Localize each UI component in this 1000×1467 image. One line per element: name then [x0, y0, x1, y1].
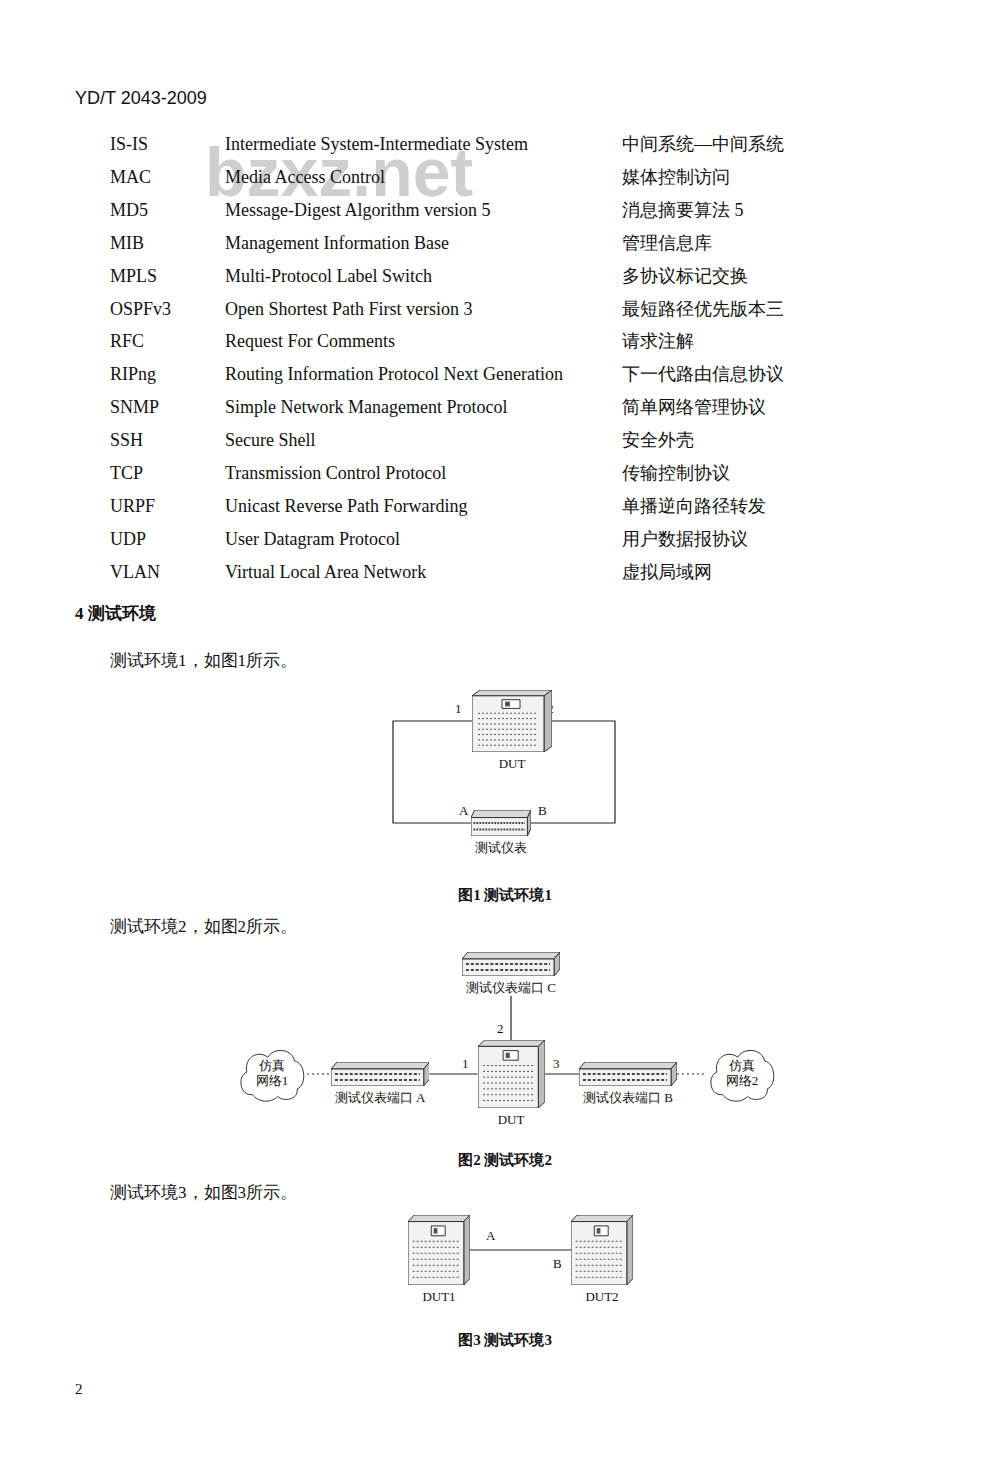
chinese-term: 最短路径优先版本三: [622, 299, 784, 321]
connector-line: [393, 721, 472, 823]
connector-line: [429, 1073, 477, 1074]
chinese-term: 请求注解: [622, 331, 694, 353]
network-cloud: 仿真 网络1: [237, 1046, 307, 1102]
full-term: Unicast Reverse Path Forwarding: [225, 496, 467, 518]
connector-line: [510, 996, 511, 1040]
full-term: Open Shortest Path First version 3: [225, 299, 473, 321]
chassis-drawing: [571, 1215, 633, 1285]
full-term: Multi-Protocol Label Switch: [225, 266, 432, 288]
instrument-drawing: [471, 810, 531, 836]
doc-number: YD/T 2043-2009: [75, 88, 207, 110]
chinese-term: 简单网络管理协议: [622, 397, 766, 419]
abbreviation: MPLS: [110, 266, 157, 288]
chinese-term: 消息摘要算法 5: [622, 200, 744, 222]
test-instrument: 测试仪表端口 A: [331, 1062, 430, 1106]
node-label: DUT: [499, 756, 526, 772]
abbreviation: MD5: [110, 200, 148, 222]
full-term: Media Access Control: [225, 167, 385, 189]
chinese-term: 媒体控制访问: [622, 167, 730, 189]
port-number: 1: [455, 701, 462, 717]
node-label: 测试仪表端口 C: [466, 980, 556, 996]
full-term: Transmission Control Protocol: [225, 463, 446, 485]
full-term: User Datagram Protocol: [225, 529, 400, 551]
chassis-drawing: [408, 1215, 470, 1285]
chassis-drawing: [472, 690, 552, 752]
connector-line: [307, 1073, 331, 1074]
section-heading: 4 测试环境: [75, 604, 156, 624]
full-term: Management Information Base: [225, 233, 449, 255]
abbreviation: URPF: [110, 496, 155, 518]
abbreviation: OSPFv3: [110, 299, 171, 321]
node-label: 测试仪表: [475, 840, 527, 856]
abbreviation: IS-IS: [110, 134, 148, 156]
abbreviation: RIPng: [110, 364, 156, 386]
chinese-term: 用户数据报协议: [622, 529, 748, 551]
node-label: 测试仪表端口 B: [583, 1090, 673, 1106]
test-instrument: 测试仪表: [471, 810, 531, 856]
network-cloud: 仿真 网络2: [707, 1046, 777, 1102]
port-number: 1: [462, 1056, 469, 1072]
instrument-drawing: [579, 1062, 677, 1086]
chinese-term: 中间系统—中间系统: [622, 134, 784, 156]
node-label: 仿真 网络2: [721, 1059, 763, 1089]
page-number: 2: [75, 1380, 83, 1398]
figure-caption: 图2 测试环境2: [458, 1151, 552, 1169]
port-name: B: [538, 803, 547, 819]
connector-line: [677, 1073, 707, 1074]
router-device: DUT: [472, 690, 552, 772]
abbreviation: MIB: [110, 233, 144, 255]
full-term: Virtual Local Area Network: [225, 562, 426, 584]
abbreviation: TCP: [110, 463, 143, 485]
router-device: DUT2: [571, 1215, 633, 1305]
instrument-drawing: [462, 952, 560, 976]
port-name: A: [459, 803, 468, 819]
chinese-term: 管理信息库: [622, 233, 712, 255]
connector-line: [545, 1073, 580, 1074]
full-term: Request For Comments: [225, 331, 395, 353]
full-term: Intermediate System-Intermediate System: [225, 134, 528, 156]
node-label: 仿真 网络1: [251, 1059, 293, 1089]
abbreviation: UDP: [110, 529, 146, 551]
full-term: Secure Shell: [225, 430, 315, 452]
chinese-term: 虚拟局域网: [622, 562, 712, 584]
port-number: 2: [497, 1021, 504, 1037]
paragraph: 测试环境1，如图1所示。: [110, 651, 297, 671]
router-device: DUT1: [408, 1215, 470, 1305]
node-label: DUT: [498, 1112, 525, 1128]
chinese-term: 单播逆向路径转发: [622, 496, 766, 518]
node-label: 测试仪表端口 A: [335, 1090, 426, 1106]
chinese-term: 传输控制协议: [622, 463, 730, 485]
router-device: DUT: [478, 1040, 545, 1128]
abbreviation: VLAN: [110, 562, 160, 584]
chinese-term: 安全外壳: [622, 430, 694, 452]
abbreviation: MAC: [110, 167, 151, 189]
port-name: B: [553, 1256, 562, 1272]
full-term: Message-Digest Algorithm version 5: [225, 200, 490, 222]
full-term: Simple Network Management Protocol: [225, 397, 507, 419]
test-instrument: 测试仪表端口 C: [462, 952, 560, 996]
abbreviation: SSH: [110, 430, 143, 452]
chinese-term: 多协议标记交换: [622, 266, 748, 288]
paragraph: 测试环境2，如图2所示。: [110, 917, 297, 937]
port-name: A: [486, 1228, 495, 1244]
instrument-drawing: [331, 1062, 430, 1086]
paragraph: 测试环境3，如图3所示。: [110, 1183, 297, 1203]
chassis-drawing: [478, 1040, 545, 1108]
figure-caption: 图3 测试环境3: [458, 1331, 552, 1349]
abbreviation: RFC: [110, 331, 144, 353]
node-label: DUT2: [585, 1289, 618, 1305]
test-instrument: 测试仪表端口 B: [579, 1062, 677, 1106]
port-number: 3: [553, 1056, 560, 1072]
connector-line: [470, 1249, 571, 1250]
figure-caption: 图1 测试环境1: [458, 886, 552, 904]
chinese-term: 下一代路由信息协议: [622, 364, 784, 386]
abbreviation: SNMP: [110, 397, 159, 419]
node-label: DUT1: [422, 1289, 455, 1305]
full-term: Routing Information Protocol Next Genera…: [225, 364, 563, 386]
